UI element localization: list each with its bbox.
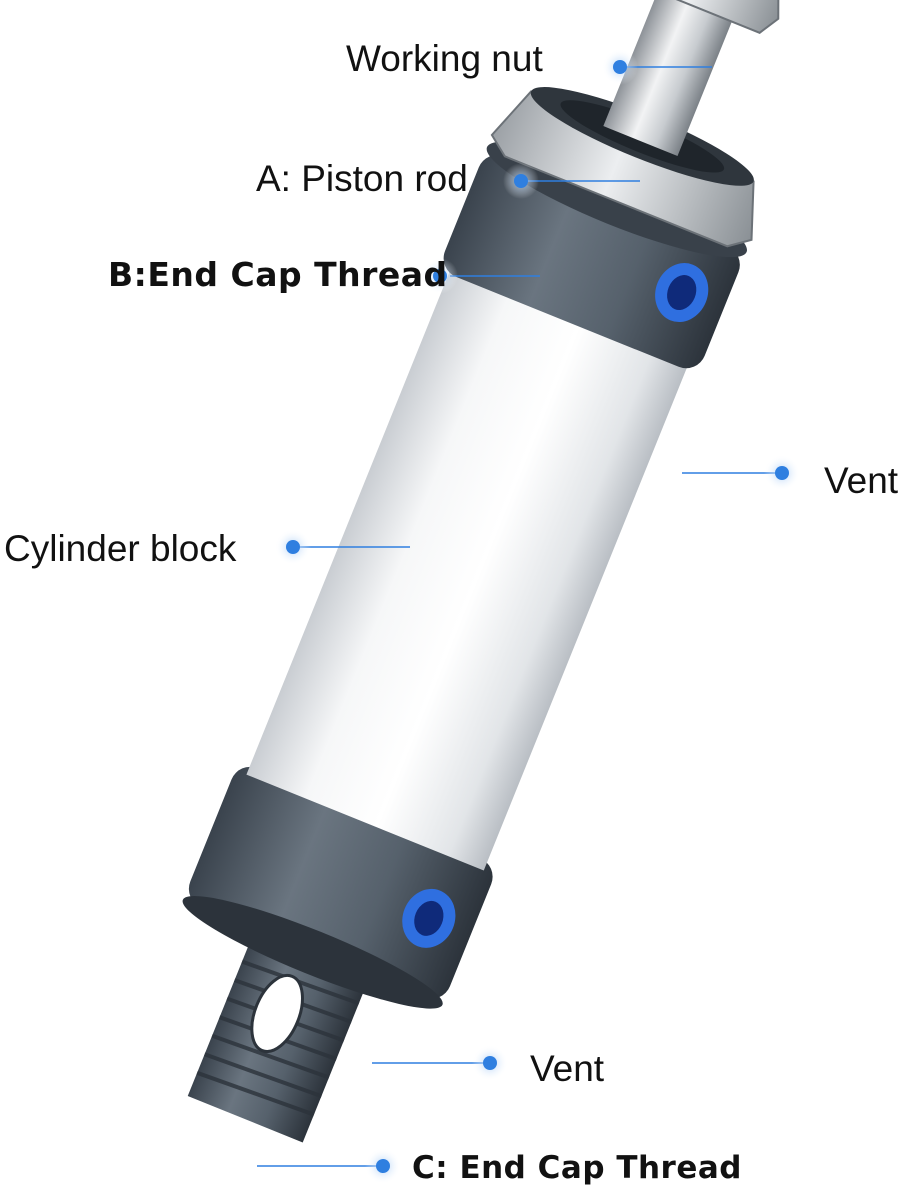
piston-rod <box>603 0 736 157</box>
callout-dot-vent-top <box>764 455 800 491</box>
cylinder-barrel <box>246 246 698 871</box>
working-nut-hex <box>625 0 780 34</box>
callout-dot-working-nut <box>602 49 638 85</box>
label-end-cap-thread-c: C: End Cap Thread <box>412 1150 742 1186</box>
label-end-cap-thread-b: B:End Cap Thread <box>108 255 448 294</box>
callout-dot-vent-bottom <box>472 1045 508 1081</box>
callout-dot-piston-rod <box>503 163 539 199</box>
label-piston-rod: A: Piston rod <box>256 158 468 199</box>
bottom-vent-port <box>402 888 456 948</box>
top-vent-port <box>655 263 709 323</box>
label-vent-bottom: Vent <box>530 1048 605 1089</box>
label-vent-top: Vent <box>824 460 899 501</box>
label-cylinder-block: Cylinder block <box>4 528 237 569</box>
hex-nut <box>490 90 755 248</box>
callout-dot-end-cap-c <box>365 1148 401 1184</box>
label-working-nut: Working nut <box>346 38 543 79</box>
callout-dot-cylinder-block <box>275 529 311 565</box>
callout-dots <box>275 49 800 1184</box>
callout-dot-end-cap-b <box>422 258 458 294</box>
